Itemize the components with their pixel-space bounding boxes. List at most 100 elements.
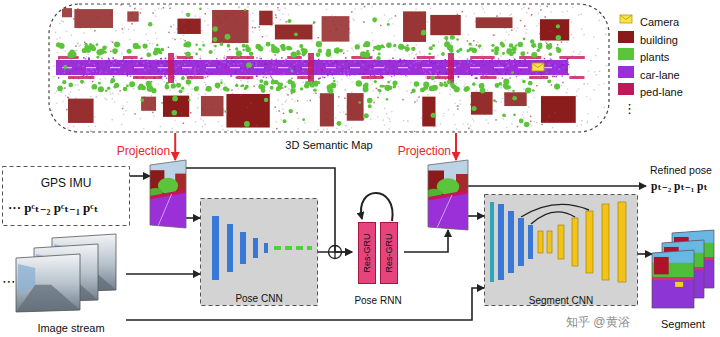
point-cloud: [406, 76, 407, 77]
point-cloud: [157, 62, 159, 64]
point-cloud: [172, 38, 173, 39]
point-cloud: [259, 11, 272, 26]
point-cloud: [364, 61, 366, 63]
point-cloud: [307, 100, 308, 101]
point-cloud: [137, 63, 139, 65]
point-cloud: [430, 8, 431, 9]
point-cloud: [199, 68, 201, 70]
point-cloud: [541, 96, 576, 123]
point-cloud: [333, 77, 335, 79]
point-cloud: [286, 81, 287, 82]
point-cloud: [317, 37, 319, 39]
point-cloud: [356, 80, 362, 86]
point-cloud: [469, 71, 471, 73]
point-cloud: [409, 28, 411, 30]
point-cloud: [184, 63, 186, 65]
point-cloud: [358, 101, 361, 104]
point-cloud: [242, 84, 245, 87]
point-cloud: [364, 41, 370, 47]
point-cloud: [259, 79, 263, 83]
point-cloud: [354, 61, 356, 63]
point-cloud: [536, 85, 538, 87]
point-cloud: [277, 7, 279, 9]
point-cloud: [291, 70, 294, 73]
point-cloud: [96, 71, 98, 73]
point-cloud: [295, 83, 296, 84]
point-cloud: [470, 104, 472, 106]
point-cloud: [363, 21, 365, 23]
point-cloud: [530, 93, 531, 94]
point-cloud: [200, 56, 201, 57]
point-cloud: [231, 76, 233, 78]
point-cloud: [413, 62, 415, 64]
point-cloud: [415, 67, 417, 69]
point-cloud: [384, 85, 390, 91]
point-cloud: [474, 13, 475, 14]
point-cloud: [143, 62, 145, 64]
point-cloud: [462, 123, 463, 124]
point-cloud: [576, 95, 577, 96]
point-cloud: [567, 10, 568, 11]
point-cloud: [77, 8, 79, 10]
point-cloud: [206, 64, 208, 66]
point-cloud: [414, 58, 416, 60]
point-cloud: [303, 70, 305, 72]
point-cloud: [335, 50, 339, 54]
point-cloud: [282, 63, 284, 64]
point-cloud: [134, 8, 136, 10]
point-cloud: [372, 17, 377, 22]
point-cloud: [524, 122, 530, 128]
point-cloud: [202, 126, 203, 127]
point-cloud: [88, 57, 90, 59]
point-cloud: [386, 113, 387, 114]
point-cloud: [596, 74, 597, 75]
point-cloud: [187, 93, 188, 94]
point-cloud: [302, 48, 308, 54]
point-cloud: [468, 128, 470, 130]
point-cloud: [406, 44, 409, 47]
point-cloud: [577, 125, 578, 126]
point-cloud: [463, 87, 468, 92]
point-cloud: [213, 45, 214, 46]
point-cloud: [297, 128, 298, 129]
point-cloud: [341, 79, 342, 80]
point-cloud: [199, 16, 200, 17]
point-cloud: [361, 76, 383, 79]
point-cloud: [129, 5, 131, 7]
point-cloud: [508, 90, 509, 91]
point-cloud: [125, 61, 127, 63]
point-cloud: [206, 86, 212, 92]
point-cloud: [112, 48, 118, 54]
point-cloud: [254, 27, 256, 29]
point-cloud: [555, 76, 557, 78]
point-cloud: [443, 115, 444, 116]
point-cloud: [384, 108, 385, 109]
point-cloud: [416, 53, 417, 54]
point-cloud: [368, 104, 372, 108]
point-cloud: [472, 82, 476, 86]
point-cloud: [187, 76, 204, 79]
point-cloud: [64, 72, 66, 74]
point-cloud: [114, 42, 120, 48]
point-cloud: [77, 42, 78, 43]
point-cloud: [573, 51, 574, 52]
point-cloud: [257, 69, 259, 71]
point-cloud: [419, 51, 420, 52]
point-cloud: [162, 79, 163, 80]
point-cloud: [304, 63, 306, 65]
point-cloud: [277, 9, 278, 10]
point-cloud: [363, 21, 364, 22]
point-cloud: [158, 83, 159, 84]
point-cloud: [598, 116, 599, 117]
map-illustration: [49, 4, 609, 132]
point-cloud: [516, 76, 518, 78]
point-cloud: [508, 5, 509, 6]
point-cloud: [160, 58, 162, 60]
point-cloud: [479, 44, 482, 47]
point-cloud: [238, 88, 239, 89]
point-cloud: [108, 58, 110, 60]
point-cloud: [83, 74, 85, 76]
point-cloud: [282, 130, 283, 131]
point-cloud: [559, 66, 561, 68]
point-cloud: [134, 113, 136, 115]
